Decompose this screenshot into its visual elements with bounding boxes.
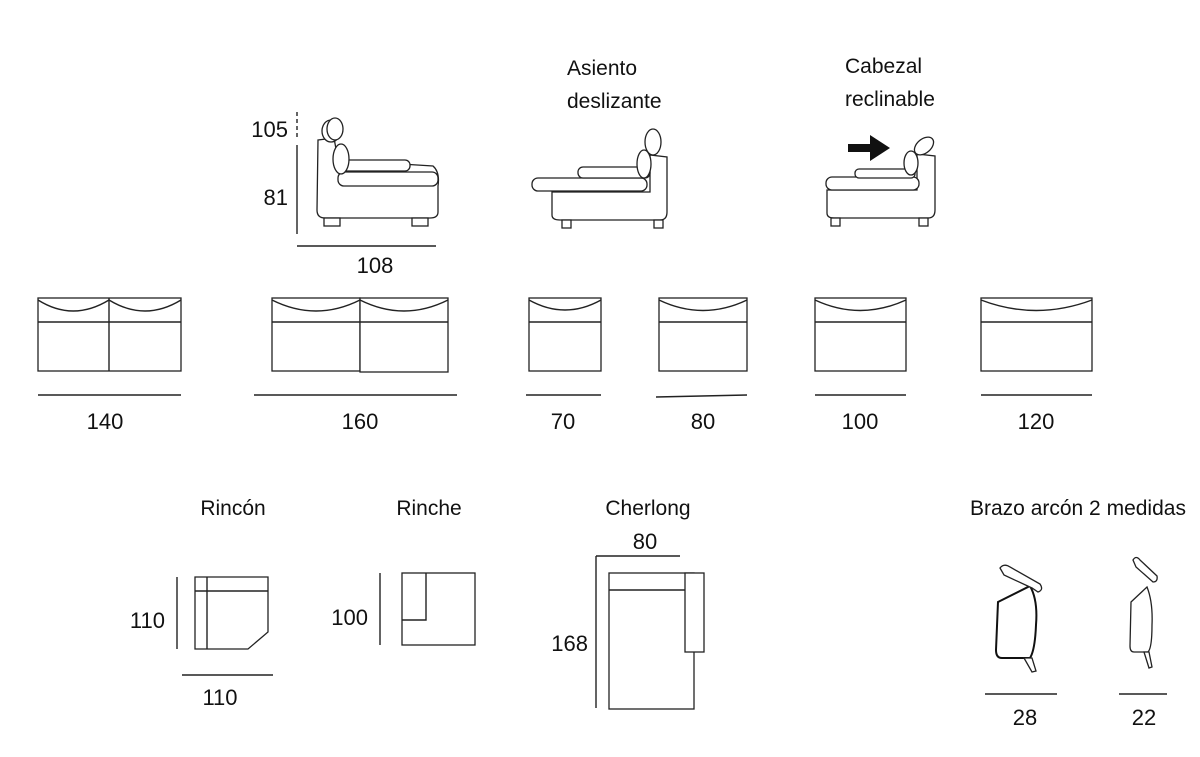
arm-narrow: 22 xyxy=(1119,556,1167,730)
cherlong-length-label: 168 xyxy=(551,631,588,656)
sofa-side-view xyxy=(316,117,440,227)
corner-rincon: Rincón 110 110 xyxy=(130,497,273,710)
sliding-seat-title-line1: Asiento xyxy=(567,57,637,80)
depth-label: 108 xyxy=(357,253,394,278)
sliding-seat-title-line2: deslizante xyxy=(567,90,662,113)
module-width-label: 80 xyxy=(691,409,715,434)
module-160: 160 xyxy=(254,297,457,434)
module-100: 100 xyxy=(814,297,907,434)
height-total-label: 105 xyxy=(251,117,288,142)
height-seat-label: 81 xyxy=(264,185,288,210)
module-80: 80 xyxy=(655,297,748,434)
rincon-width-label: 110 xyxy=(202,685,237,710)
module-width-label: 140 xyxy=(87,409,124,434)
arms-title: Brazo arcón 2 medidas xyxy=(970,497,1186,520)
module-width-label: 160 xyxy=(342,409,379,434)
sofa-side-view-reclined xyxy=(825,136,936,227)
headrest-title-line2: reclinable xyxy=(845,88,935,111)
rinche-title: Rinche xyxy=(396,497,461,520)
rincon-height-label: 110 xyxy=(130,608,165,633)
arm-wide-label: 28 xyxy=(1013,705,1037,730)
arms-section: Brazo arcón 2 medidas 28 22 xyxy=(970,497,1186,730)
corner-rinche: Rinche 100 xyxy=(331,497,476,646)
cherlong-title: Cherlong xyxy=(605,497,690,520)
sofa-side-view-extended xyxy=(531,128,668,229)
rincon-title: Rincón xyxy=(200,497,265,520)
arrow-right-icon xyxy=(848,135,890,161)
profile-standard: 105 81 108 xyxy=(251,112,440,278)
module-120: 120 xyxy=(980,297,1093,434)
module-70: 70 xyxy=(526,297,602,434)
profile-sliding-seat: Asiento deslizante xyxy=(531,57,668,229)
cherlong-width-label: 80 xyxy=(633,529,657,554)
arm-wide: 28 xyxy=(985,564,1057,730)
module-width-label: 100 xyxy=(842,409,879,434)
module-140: 140 xyxy=(37,297,182,434)
module-width-label: 120 xyxy=(1018,409,1055,434)
headrest-title-line1: Cabezal xyxy=(845,55,922,78)
chaise-cherlong: Cherlong 80 168 xyxy=(551,497,705,710)
arm-narrow-label: 22 xyxy=(1132,705,1156,730)
rinche-height-label: 100 xyxy=(331,605,368,630)
profile-reclining-headrest: Cabezal reclinable xyxy=(825,55,936,227)
module-width-label: 70 xyxy=(551,409,575,434)
